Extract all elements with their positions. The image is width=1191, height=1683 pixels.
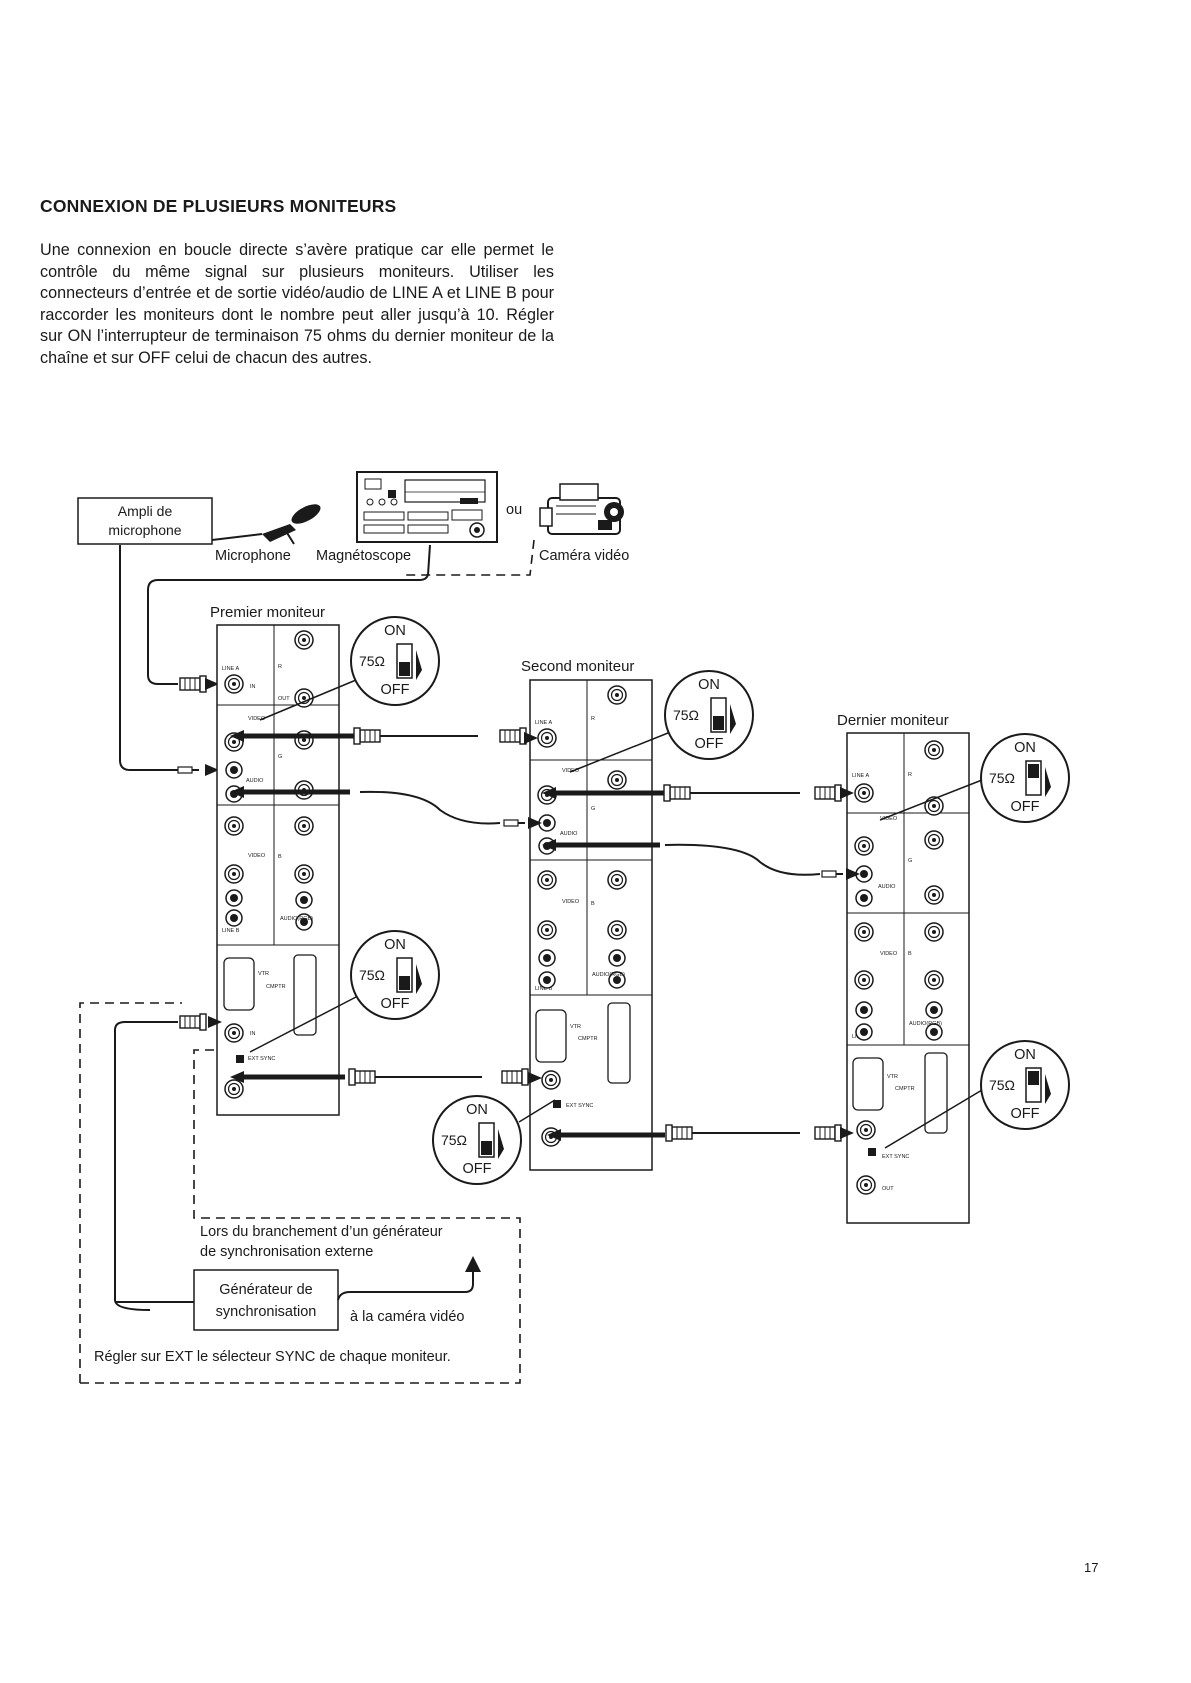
svg-text:VIDEO: VIDEO — [248, 716, 266, 722]
svg-text:R: R — [591, 716, 595, 722]
svg-text:AUDIO: AUDIO — [878, 884, 896, 890]
svg-text:OFF: OFF — [695, 736, 724, 752]
switch-callout-second-ext-sync: ON 75Ω OFF — [432, 1095, 556, 1185]
mic-amp-label-2: microphone — [108, 522, 181, 538]
page-number: 17 — [1084, 1560, 1099, 1575]
svg-text:OUT: OUT — [882, 1186, 894, 1192]
svg-text:CMPTR: CMPTR — [895, 1086, 915, 1092]
mic-amp-label-1: Ampli de — [118, 503, 173, 519]
intro-paragraph: Une connexion en boucle directe s’avère … — [40, 241, 554, 367]
svg-text:ON: ON — [384, 623, 406, 639]
svg-text:OFF: OFF — [381, 682, 410, 698]
to-camera-label: à la caméra vidéo — [350, 1309, 464, 1325]
monitor-last: Dernier moniteur LINE A LINE B VIDEO AUD… — [837, 712, 970, 1224]
svg-text:OFF: OFF — [381, 996, 410, 1012]
switch-callout-first-line-b: ON 75Ω OFF — [249, 930, 440, 1053]
switch-callout-last-ext-sync: ON 75Ω OFF — [884, 1040, 1070, 1149]
svg-text:IN: IN — [250, 684, 256, 690]
svg-text:ON: ON — [698, 677, 720, 693]
svg-text:ON: ON — [1014, 740, 1036, 756]
svg-text:R: R — [908, 772, 912, 778]
microphone-icon — [211, 504, 321, 545]
monitor-last-label: Dernier moniteur — [837, 712, 949, 729]
vcr-icon — [356, 471, 498, 543]
svg-text:AUDIO(RGB): AUDIO(RGB) — [280, 916, 313, 922]
svg-text:Générateur de: Générateur de — [219, 1282, 313, 1298]
svg-text:LINE A: LINE A — [222, 666, 239, 672]
vcr-label: Magnétoscope — [316, 548, 411, 564]
video-camera-icon — [539, 483, 624, 535]
svg-text:AUDIO(RGB): AUDIO(RGB) — [592, 972, 625, 978]
svg-text:G: G — [278, 754, 282, 760]
sync-footer-note: Régler sur EXT le sélecteur SYNC de chaq… — [94, 1349, 451, 1365]
sync-note-line-2: de synchronisation externe — [200, 1244, 373, 1260]
svg-text:OUT: OUT — [278, 696, 290, 702]
svg-text:OFF: OFF — [1011, 799, 1040, 815]
svg-text:B: B — [908, 951, 912, 957]
svg-text:VTR: VTR — [258, 971, 269, 977]
svg-text:75Ω: 75Ω — [441, 1132, 467, 1148]
svg-text:75Ω: 75Ω — [359, 653, 385, 669]
svg-text:R: R — [278, 664, 282, 670]
svg-text:OFF: OFF — [1011, 1106, 1040, 1122]
or-label: ou — [506, 502, 522, 518]
svg-text:CMPTR: CMPTR — [266, 984, 286, 990]
svg-text:ON: ON — [466, 1102, 488, 1118]
svg-text:AUDIO: AUDIO — [560, 831, 578, 837]
monitor-first: Premier moniteur LINE A LINE B IN OUT VI… — [210, 604, 340, 1116]
svg-text:EXT SYNC: EXT SYNC — [566, 1103, 593, 1109]
page-heading: CONNEXION DE PLUSIEURS MONITEURS — [40, 196, 397, 216]
svg-text:LINE A: LINE A — [852, 773, 869, 779]
svg-text:LINE B: LINE B — [222, 928, 240, 934]
svg-text:CMPTR: CMPTR — [578, 1036, 598, 1042]
svg-text:ON: ON — [1014, 1047, 1036, 1063]
svg-text:VIDEO: VIDEO — [880, 951, 898, 957]
svg-text:G: G — [908, 858, 912, 864]
svg-text:LINE A: LINE A — [535, 720, 552, 726]
mic-amp-box: Ampli de microphone — [77, 497, 213, 545]
monitor-second-label: Second moniteur — [521, 658, 634, 675]
svg-text:EXT SYNC: EXT SYNC — [882, 1154, 909, 1160]
svg-text:EXT SYNC: EXT SYNC — [248, 1056, 275, 1062]
svg-text:75Ω: 75Ω — [359, 967, 385, 983]
svg-text:IN: IN — [250, 1031, 256, 1037]
svg-text:75Ω: 75Ω — [989, 1077, 1015, 1093]
svg-text:synchronisation: synchronisation — [216, 1304, 317, 1320]
switch-callout-first-line-a: ON 75Ω OFF — [259, 616, 440, 721]
svg-text:AUDIO(RGB): AUDIO(RGB) — [909, 1021, 942, 1027]
svg-text:VIDEO: VIDEO — [562, 899, 580, 905]
svg-text:B: B — [591, 901, 595, 907]
svg-text:AUDIO: AUDIO — [246, 778, 264, 784]
svg-text:75Ω: 75Ω — [673, 707, 699, 723]
svg-text:B: B — [278, 854, 282, 860]
svg-text:VTR: VTR — [887, 1074, 898, 1080]
svg-text:75Ω: 75Ω — [989, 770, 1015, 786]
switch-callout-second-line-a: ON 75Ω OFF — [569, 670, 754, 773]
svg-text:VIDEO: VIDEO — [248, 853, 266, 859]
camera-label: Caméra vidéo — [539, 548, 629, 564]
svg-text:OFF: OFF — [463, 1161, 492, 1177]
sync-generator-box: Générateur de synchronisation — [193, 1269, 339, 1331]
svg-text:VIDEO: VIDEO — [880, 816, 898, 822]
microphone-label: Microphone — [215, 548, 291, 564]
sync-note-line-1: Lors du branchement d’un générateur — [200, 1224, 443, 1240]
monitor-second: Second moniteur LINE A LINE B VIDEO AUDI… — [521, 658, 653, 1171]
svg-text:VTR: VTR — [570, 1024, 581, 1030]
monitor-first-label: Premier moniteur — [210, 604, 325, 621]
svg-text:G: G — [591, 806, 595, 812]
svg-text:ON: ON — [384, 937, 406, 953]
svg-text:LINE B: LINE B — [535, 986, 553, 992]
switch-callout-last-line-a: ON 75Ω OFF — [879, 733, 1070, 823]
